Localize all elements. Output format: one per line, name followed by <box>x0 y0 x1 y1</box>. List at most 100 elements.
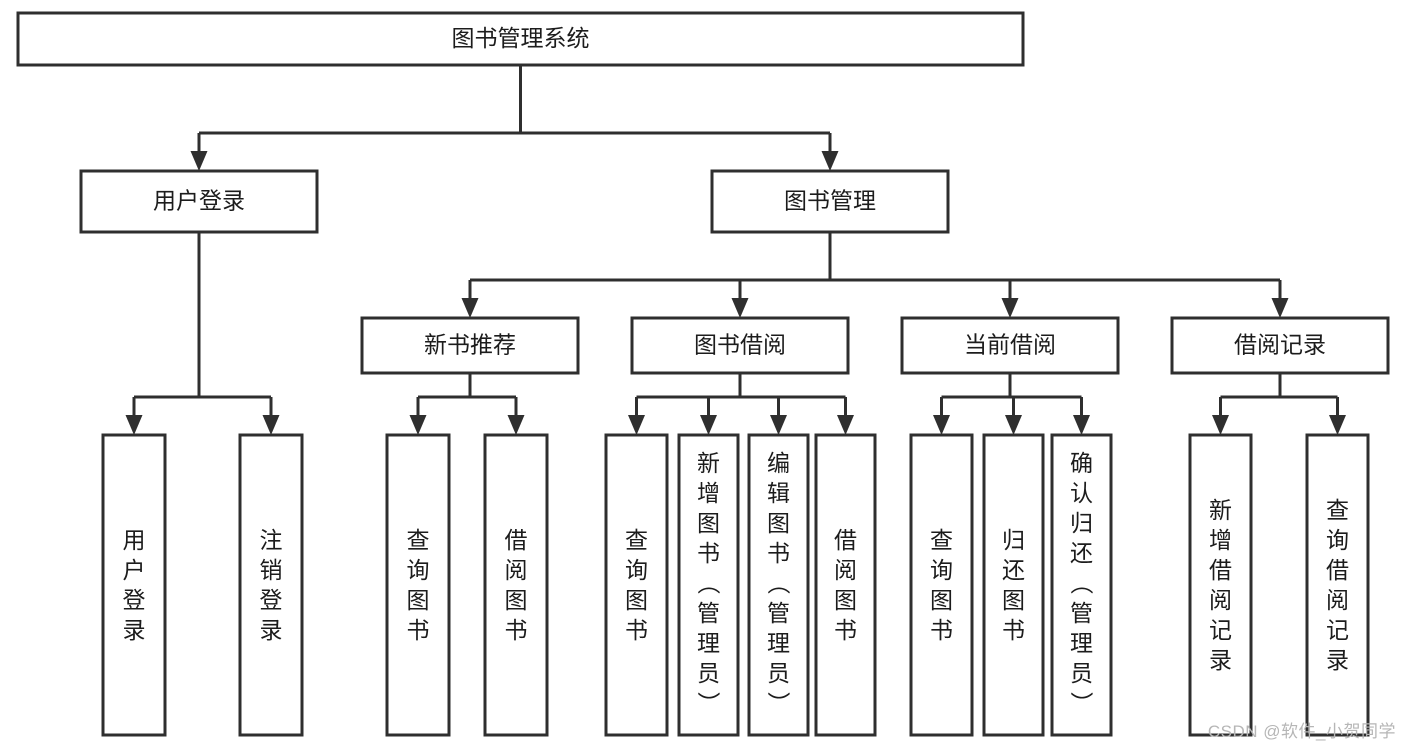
node-label-leaf-add-char: 书 <box>697 540 720 566</box>
node-label-leaf-conf-char: （ <box>1069 572 1095 595</box>
node-label-leaf-q3-char: 查 <box>930 527 953 553</box>
node-label-leaf-conf-char: ） <box>1069 692 1095 715</box>
node-records[interactable]: 借阅记录 <box>1170 316 1390 375</box>
node-label-borrow: 图书借阅 <box>694 332 786 358</box>
node-box-leaf-q1 <box>385 433 451 737</box>
node-label-leaf-qrec-char: 询 <box>1326 527 1349 553</box>
node-box-records <box>1170 316 1390 375</box>
node-box-leaf-qrec <box>1305 433 1370 737</box>
node-label-leaf-addrec-char: 新 <box>1209 497 1232 523</box>
edge-arrowhead <box>1212 415 1229 435</box>
node-label-leaf-login-char: 户 <box>123 557 146 583</box>
node-box-leaf-logout <box>238 433 304 737</box>
node-label-leaf-add-char: （ <box>696 572 722 595</box>
node-label-leaf-edit-char: 编 <box>767 450 790 476</box>
node-label-leaf-b2-char: 图 <box>834 587 857 613</box>
node-label-leaf-addrec-char: 记 <box>1209 617 1232 643</box>
node-label-current: 当前借阅 <box>964 332 1056 358</box>
node-label-leaf-q1-char: 书 <box>407 617 430 643</box>
node-label-leaf-logout-char: 录 <box>260 617 283 643</box>
node-label-leaf-b1-char: 阅 <box>505 557 528 583</box>
edge-arrowhead <box>409 415 427 435</box>
node-label-leaf-edit-char: 理 <box>767 630 790 656</box>
node-box-leaf-ret <box>982 433 1045 737</box>
edge-arrowhead <box>125 415 143 435</box>
edge-arrowhead <box>1005 415 1022 435</box>
node-label-leaf-conf-char: 确 <box>1070 450 1093 476</box>
node-label-leaf-q1-char: 查 <box>407 527 430 553</box>
node-bookmgmt[interactable]: 图书管理 <box>710 169 950 234</box>
node-box-newbook <box>360 316 580 375</box>
node-login[interactable]: 用户登录 <box>79 169 319 234</box>
node-box-leaf-b2 <box>814 433 877 737</box>
edge-arrowhead <box>700 415 717 435</box>
node-root[interactable]: 图书管理系统 <box>16 11 1025 67</box>
node-label-leaf-logout-char: 注 <box>260 527 283 553</box>
edge-arrowhead <box>1271 298 1289 318</box>
edge-arrowhead <box>821 151 839 171</box>
node-label-records: 借阅记录 <box>1234 332 1326 358</box>
node-label-leaf-edit-char: （ <box>766 572 792 595</box>
node-label-leaf-add-char: 图 <box>697 510 720 536</box>
node-label-leaf-qrec-char: 查 <box>1326 497 1349 523</box>
node-box-leaf-conf <box>1050 433 1113 737</box>
edge-arrowhead <box>628 415 645 435</box>
node-label-leaf-ret-char: 还 <box>1002 557 1025 583</box>
node-label-leaf-edit-char: 辑 <box>767 480 790 506</box>
node-label-leaf-edit-char: 员 <box>767 660 790 686</box>
node-label-leaf-q2-char: 图 <box>625 587 648 613</box>
node-label-login: 用户登录 <box>153 188 245 214</box>
node-borrow[interactable]: 图书借阅 <box>630 316 850 375</box>
node-label-leaf-q2-char: 书 <box>625 617 648 643</box>
node-label-leaf-b2-char: 借 <box>834 527 857 553</box>
edge-arrowhead <box>507 415 525 435</box>
node-label-leaf-qrec-char: 记 <box>1326 617 1349 643</box>
node-box-borrow <box>630 316 850 375</box>
edge-arrowhead <box>731 298 749 318</box>
node-label-leaf-conf-char: 还 <box>1070 540 1093 566</box>
node-box-leaf-login <box>101 433 167 737</box>
node-box-root <box>16 11 1025 67</box>
node-label-leaf-conf-char: 认 <box>1070 480 1093 506</box>
node-label-leaf-addrec-char: 录 <box>1209 647 1232 673</box>
node-label-leaf-addrec-char: 借 <box>1209 557 1232 583</box>
node-newbook[interactable]: 新书推荐 <box>360 316 580 375</box>
edge-arrowhead <box>461 298 479 318</box>
node-label-leaf-b1-char: 图 <box>505 587 528 613</box>
node-label-leaf-add-char: 新 <box>697 450 720 476</box>
node-label-leaf-qrec-char: 借 <box>1326 557 1349 583</box>
node-label-leaf-add-char: 理 <box>697 630 720 656</box>
edge-arrowhead <box>933 415 950 435</box>
node-label-leaf-conf-char: 管 <box>1070 600 1093 626</box>
edge-arrowhead <box>837 415 854 435</box>
node-label-leaf-q2-char: 询 <box>625 557 648 583</box>
node-label-leaf-addrec-char: 阅 <box>1209 587 1232 613</box>
node-leaf-login[interactable]: 用户登录 <box>101 433 167 737</box>
node-current[interactable]: 当前借阅 <box>900 316 1120 375</box>
node-label-leaf-q1-char: 询 <box>407 557 430 583</box>
node-label-leaf-b1-char: 书 <box>505 617 528 643</box>
node-label-leaf-qrec-char: 录 <box>1326 647 1349 673</box>
node-label-leaf-add-char: 增 <box>697 480 720 506</box>
node-label-bookmgmt: 图书管理 <box>784 188 876 214</box>
node-label-newbook: 新书推荐 <box>424 332 516 358</box>
node-label-leaf-add-char: 员 <box>697 660 720 686</box>
node-label-leaf-q1-char: 图 <box>407 587 430 613</box>
node-box-leaf-edit <box>747 433 810 737</box>
edge-arrowhead <box>1329 415 1346 435</box>
node-box-leaf-b1 <box>483 433 549 737</box>
